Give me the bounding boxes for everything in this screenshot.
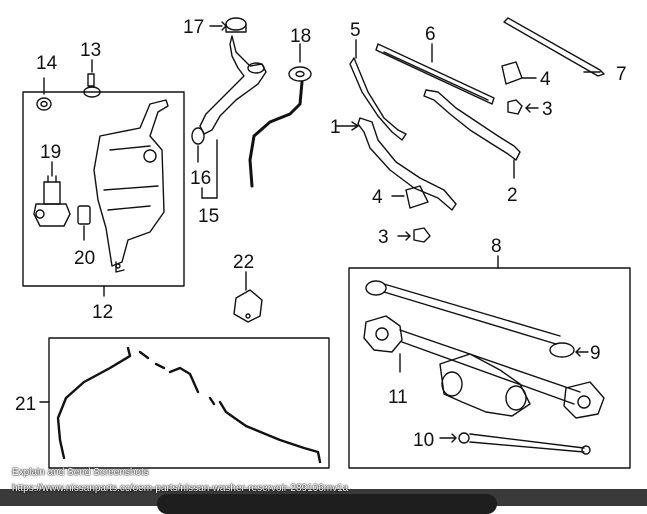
cap-seal: [36, 77, 52, 111]
washer-hose: [56, 346, 322, 464]
callout-16: 16: [190, 168, 211, 189]
connecting-rod-upper: [365, 280, 589, 358]
filler-cap: [209, 17, 247, 33]
callout-15: 15: [198, 206, 219, 227]
blade-refill: [503, 17, 605, 77]
callout-4-lower: 4: [372, 187, 383, 208]
pivot-nut-lower: [397, 227, 431, 243]
callout-10: 10: [413, 430, 434, 451]
callout-3-upper: 3: [542, 99, 553, 120]
callout-19: 19: [40, 142, 61, 163]
bottom-pill: [157, 494, 497, 514]
washer-pump: [33, 161, 71, 227]
callout-21: 21: [15, 394, 36, 415]
callout-9: 9: [590, 343, 601, 364]
callout-4-upper: 4: [540, 69, 551, 90]
callout-6: 6: [425, 24, 436, 45]
callout-13: 13: [80, 40, 101, 61]
grommet-and-tube: [248, 43, 312, 188]
callout-8: 8: [491, 236, 502, 257]
callout-3-lower: 3: [378, 227, 389, 248]
callout-17: 17: [183, 17, 204, 38]
reservoir-group-box: [22, 91, 185, 287]
washer-reservoir-tank: [93, 99, 169, 273]
hose-group-box: [48, 337, 330, 469]
filler-seal: [191, 127, 205, 163]
pivot-cap-lower: [391, 185, 429, 209]
callout-2: 2: [507, 185, 518, 206]
callout-11: 11: [388, 387, 408, 408]
callout-12: 12: [92, 302, 113, 323]
pump-grommet: [77, 205, 91, 241]
callout-7: 7: [616, 64, 627, 85]
overlay-url[interactable]: https://www.nissanparts.cc/oem-parts/nis…: [12, 483, 349, 494]
wiper-motor-linkage: [363, 315, 605, 419]
mounting-bolt: [83, 59, 101, 98]
washer-nozzle: [233, 271, 263, 323]
linkage-group-box: [348, 267, 631, 469]
pivot-nut-upper: [507, 99, 539, 115]
callout-1: 1: [330, 117, 341, 138]
wiper-arm-left: [335, 39, 457, 211]
callout-20: 20: [74, 248, 95, 269]
callout-22: 22: [233, 252, 254, 273]
callout-14: 14: [36, 53, 58, 74]
callout-18: 18: [290, 26, 311, 47]
wiper-blade-long: [375, 43, 495, 105]
pivot-cap-upper: [501, 61, 537, 85]
overlay-caption: Explain and Send Screenshots: [12, 467, 149, 478]
wiper-arm-right: [423, 89, 521, 179]
connecting-rod-lower: [439, 432, 591, 455]
filler-neck-tube: [199, 35, 267, 135]
callout-5: 5: [350, 20, 361, 41]
